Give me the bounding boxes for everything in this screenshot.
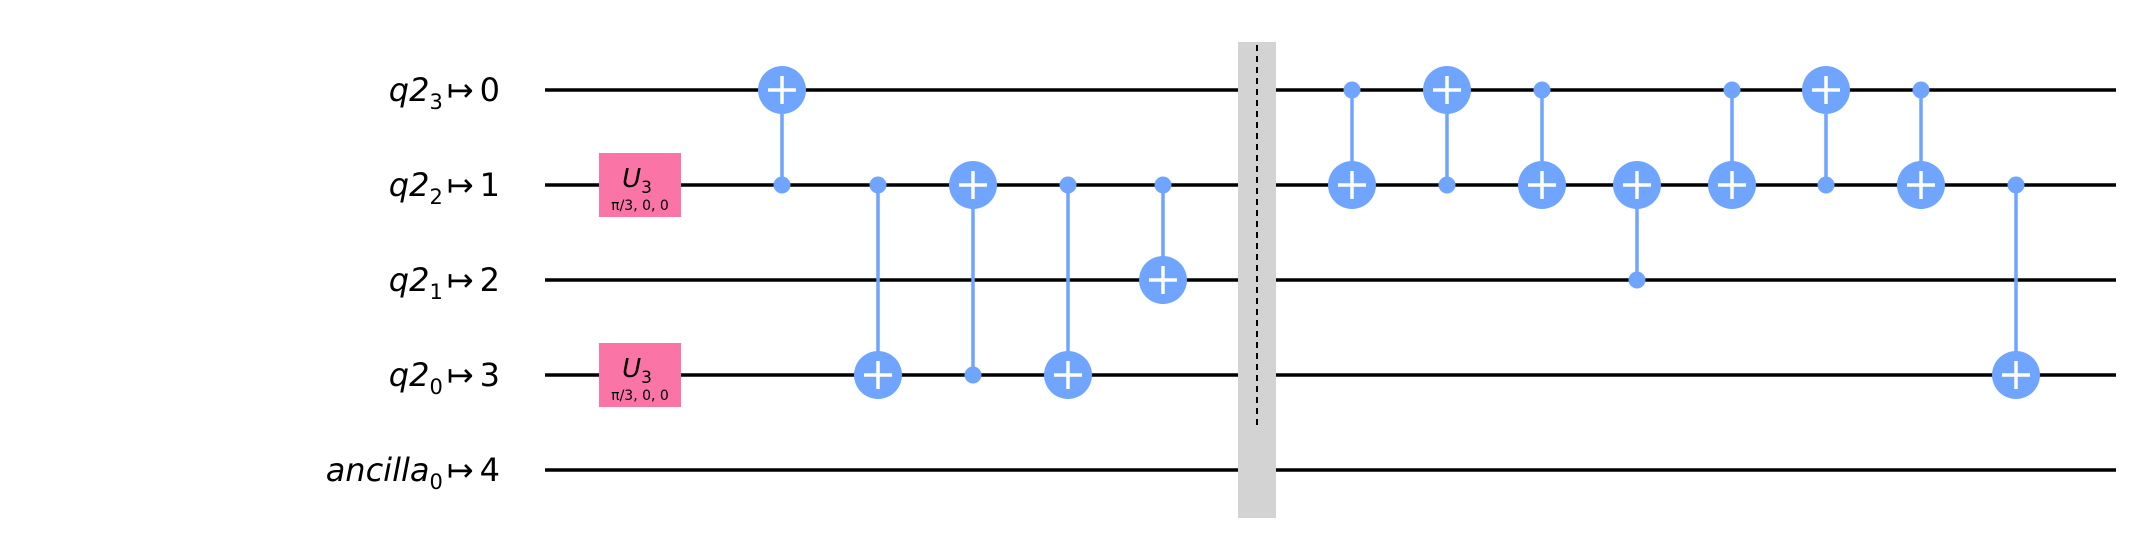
qubit-register-name: q2	[389, 71, 430, 109]
u3-gate-box	[599, 153, 681, 217]
u3-gate: U3π/3, 0, 0	[599, 153, 681, 217]
cnot-gate	[1802, 66, 1850, 194]
qubit-register-name: q2	[389, 261, 430, 299]
physical-qubit-index: 3	[480, 356, 500, 394]
cnot-target	[854, 351, 902, 399]
cnot-control-dot	[1533, 81, 1551, 99]
cnot-control-dot	[1912, 81, 1930, 99]
qubit-label: q23↦0	[389, 71, 500, 114]
cnot-gate	[854, 176, 902, 399]
cnot-control-dot	[773, 176, 791, 194]
wires-layer	[545, 88, 2116, 472]
cnot-gate	[1139, 176, 1187, 304]
qubit-register-name: ancilla	[326, 451, 430, 489]
cnot-control-dot	[1343, 81, 1361, 99]
cnot-gate	[1328, 81, 1376, 209]
cnot-target	[1139, 256, 1187, 304]
cnot-gate	[1044, 176, 1092, 399]
cnot-target	[758, 66, 806, 114]
qubit-label: ancilla0↦4	[326, 451, 500, 494]
cnot-control-dot	[1438, 176, 1456, 194]
physical-qubit-index: 4	[480, 451, 500, 489]
u3-gate-label: U3	[622, 164, 652, 198]
cnot-control-dot	[1154, 176, 1172, 194]
cnot-target	[1613, 161, 1661, 209]
qubit-index-subscript: 2	[429, 185, 442, 209]
qubit-label: q22↦1	[389, 166, 500, 209]
u3-gate-subscript: 3	[641, 368, 652, 388]
cnot-gate	[1518, 81, 1566, 209]
cnot-control-dot	[964, 366, 982, 384]
cnot-target	[1992, 351, 2040, 399]
u3-gate-label: U3	[622, 354, 652, 388]
maps-to-arrow: ↦	[447, 356, 474, 394]
cnot-control-dot	[2007, 176, 2025, 194]
cnot-target	[1044, 351, 1092, 399]
physical-qubit-index: 2	[480, 261, 500, 299]
cnot-control-dot	[1628, 271, 1646, 289]
cnot-gate	[949, 161, 997, 384]
u3-gate-box	[599, 343, 681, 407]
u3-gate: U3π/3, 0, 0	[599, 343, 681, 407]
qubit-index-subscript: 1	[429, 280, 442, 304]
cnot-gate	[758, 66, 806, 194]
cnot-gate	[1992, 176, 2040, 399]
cnot-target	[1328, 161, 1376, 209]
maps-to-arrow: ↦	[447, 71, 474, 109]
physical-qubit-index: 0	[480, 71, 500, 109]
maps-to-arrow: ↦	[447, 166, 474, 204]
qubit-label: q20↦3	[389, 356, 500, 399]
cnot-control-dot	[1059, 176, 1077, 194]
cnot-target	[949, 161, 997, 209]
u3-gate-params: π/3, 0, 0	[611, 388, 669, 404]
cnot-target	[1897, 161, 1945, 209]
qubit-label: q21↦2	[389, 261, 500, 304]
cnot-control-dot	[1817, 176, 1835, 194]
barrier	[1238, 42, 1276, 518]
maps-to-arrow: ↦	[447, 261, 474, 299]
qubit-index-subscript: 0	[429, 470, 442, 494]
cnot-control-dot	[869, 176, 887, 194]
cnot-target	[1518, 161, 1566, 209]
maps-to-arrow: ↦	[447, 451, 474, 489]
cnot-control-dot	[1723, 81, 1741, 99]
cnot-gate	[1897, 81, 1945, 209]
qubit-register-name: q2	[389, 356, 430, 394]
u3-gate-params: π/3, 0, 0	[611, 198, 669, 214]
u3-gate-subscript: 3	[641, 178, 652, 198]
physical-qubit-index: 1	[480, 166, 500, 204]
u3-gate-name: U	[622, 164, 641, 194]
qubit-index-subscript: 3	[429, 90, 442, 114]
qubit-register-name: q2	[389, 166, 430, 204]
cnot-gate	[1423, 66, 1471, 194]
cnot-target	[1802, 66, 1850, 114]
cnot-gate	[1708, 81, 1756, 209]
qubit-index-subscript: 0	[429, 375, 442, 399]
cnot-target	[1708, 161, 1756, 209]
u3-gate-name: U	[622, 354, 641, 384]
cnot-target	[1423, 66, 1471, 114]
cnot-gate	[1613, 161, 1661, 289]
